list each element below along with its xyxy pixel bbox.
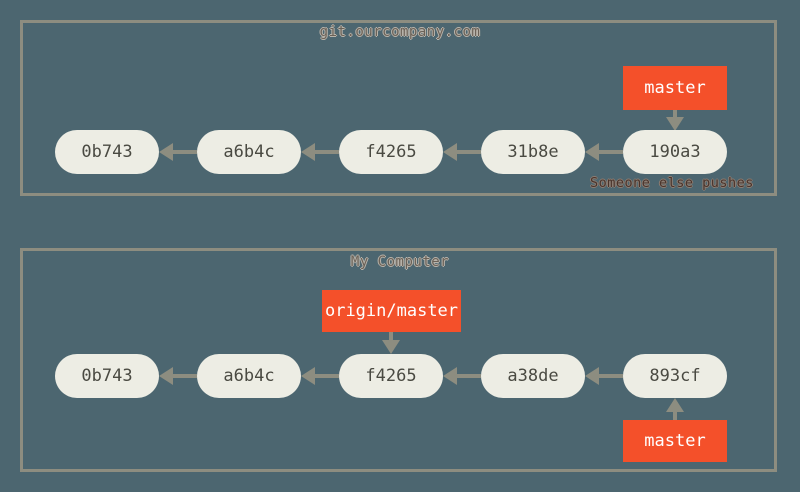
parent-arrow-remote-a6b4c-to-0b743 xyxy=(159,143,197,161)
parent-arrow-remote-f4265-to-a6b4c xyxy=(301,143,339,161)
commit-node-remote-31b8e[interactable]: 31b8e xyxy=(481,130,585,174)
parent-arrow-local-893cf-to-a38de xyxy=(585,367,623,385)
local-repository-panel xyxy=(20,248,777,472)
parent-arrow-local-f4265-to-a6b4c xyxy=(301,367,339,385)
commit-node-remote-a6b4c[interactable]: a6b4c xyxy=(197,130,301,174)
local-panel-title: My Computer xyxy=(350,254,450,270)
commit-node-local-893cf[interactable]: 893cf xyxy=(623,354,727,398)
parent-arrow-remote-190a3-to-31b8e xyxy=(585,143,623,161)
ref-label-remote-master[interactable]: master xyxy=(623,66,727,110)
remote-repository-panel xyxy=(20,20,777,196)
commit-node-remote-0b743[interactable]: 0b743 xyxy=(55,130,159,174)
commit-node-remote-190a3[interactable]: 190a3 xyxy=(623,130,727,174)
parent-arrow-local-a38de-to-f4265 xyxy=(443,367,481,385)
ref-arrow-remote-master-to-190a3 xyxy=(666,110,684,131)
commit-node-local-0b743[interactable]: 0b743 xyxy=(55,354,159,398)
commit-node-local-a38de[interactable]: a38de xyxy=(481,354,585,398)
ref-arrow-local-master-to-893cf xyxy=(666,398,684,420)
remote-panel-title: git.ourcompany.com xyxy=(319,24,481,40)
commit-node-local-a6b4c[interactable]: a6b4c xyxy=(197,354,301,398)
commit-node-local-f4265[interactable]: f4265 xyxy=(339,354,443,398)
ref-label-local-master[interactable]: master xyxy=(623,420,727,462)
ref-label-local-origin-master[interactable]: origin/master xyxy=(322,290,461,332)
commit-node-remote-f4265[interactable]: f4265 xyxy=(339,130,443,174)
parent-arrow-local-a6b4c-to-0b743 xyxy=(159,367,197,385)
annotation-someone-else-pushes: Someone else pushes xyxy=(590,175,754,191)
parent-arrow-remote-31b8e-to-f4265 xyxy=(443,143,481,161)
ref-arrow-local-origin-master-to-f4265 xyxy=(382,332,400,354)
